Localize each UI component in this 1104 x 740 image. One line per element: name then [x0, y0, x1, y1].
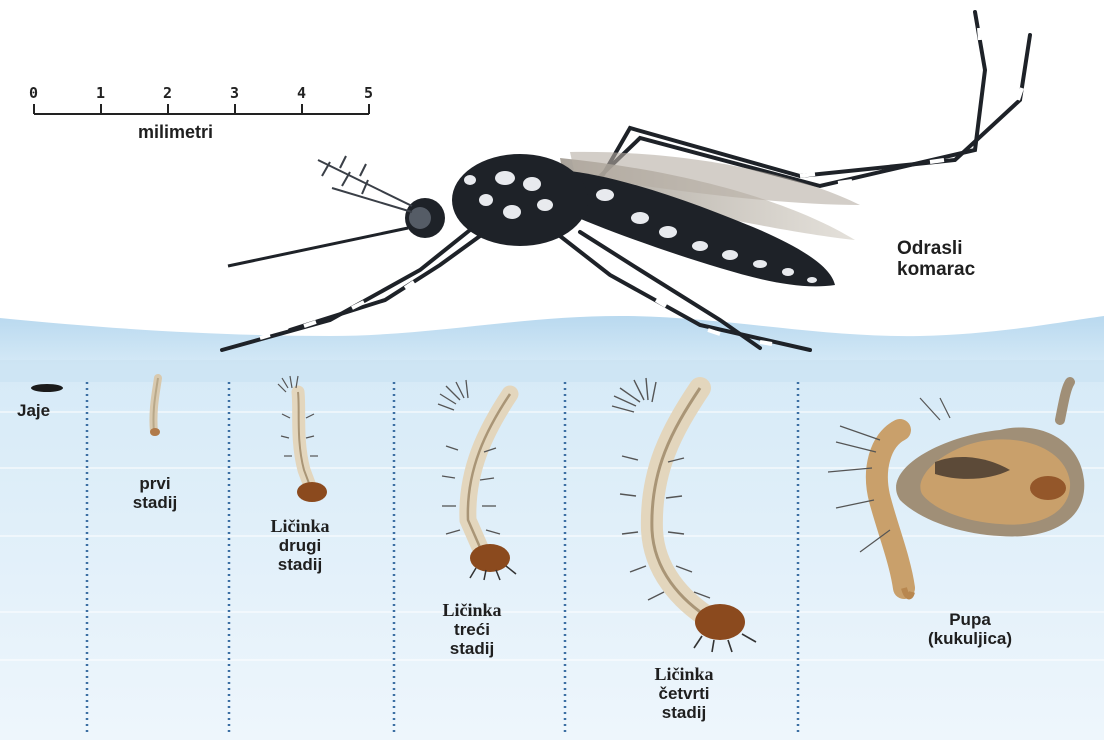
- second-stage-label: Ličinka drugi stadij: [252, 516, 348, 574]
- scale-tick-2: 2: [163, 84, 172, 102]
- fourth-stage-line2: četvrti: [636, 684, 732, 703]
- adult-mosquito-label: Odrasli komarac: [897, 238, 975, 281]
- fourth-stage-line3: stadij: [636, 703, 732, 722]
- first-stage-line1: prvi: [122, 474, 188, 493]
- scale-tick-3: 3: [230, 84, 239, 102]
- third-stage-label: Ličinka treći stadij: [424, 600, 520, 658]
- third-stage-line2: treći: [424, 620, 520, 639]
- third-stage-line1: Ličinka: [424, 600, 520, 620]
- second-stage-line3: stadij: [252, 555, 348, 574]
- scale-tick-1: 1: [96, 84, 105, 102]
- scale-tick-0: 0: [29, 84, 38, 102]
- scale-tick-5: 5: [364, 84, 373, 102]
- first-stage-line2: stadij: [122, 493, 188, 512]
- second-stage-line1: Ličinka: [252, 516, 348, 536]
- pupa-label-line1: Pupa: [904, 610, 1036, 629]
- fourth-stage-label: Ličinka četvrti stadij: [636, 664, 732, 722]
- first-stage-label: prvi stadij: [122, 474, 188, 512]
- adult-label-line1: Odrasli: [897, 238, 975, 259]
- egg-label: Jaje: [17, 401, 50, 420]
- adult-label-line2: komarac: [897, 259, 975, 280]
- scale-tick-4: 4: [297, 84, 306, 102]
- scale-ruler: [34, 104, 369, 114]
- water-band: [0, 360, 1104, 382]
- adult-mosquito-illustration: [222, 12, 1030, 350]
- third-stage-line3: stadij: [424, 639, 520, 658]
- egg-illustration: [31, 384, 63, 392]
- scale-unit-label: milimetri: [138, 122, 213, 142]
- pupa-label: Pupa (kukuljica): [904, 610, 1036, 648]
- pupa-label-line2: (kukuljica): [904, 629, 1036, 648]
- second-stage-line2: drugi: [252, 536, 348, 555]
- fourth-stage-line1: Ličinka: [636, 664, 732, 684]
